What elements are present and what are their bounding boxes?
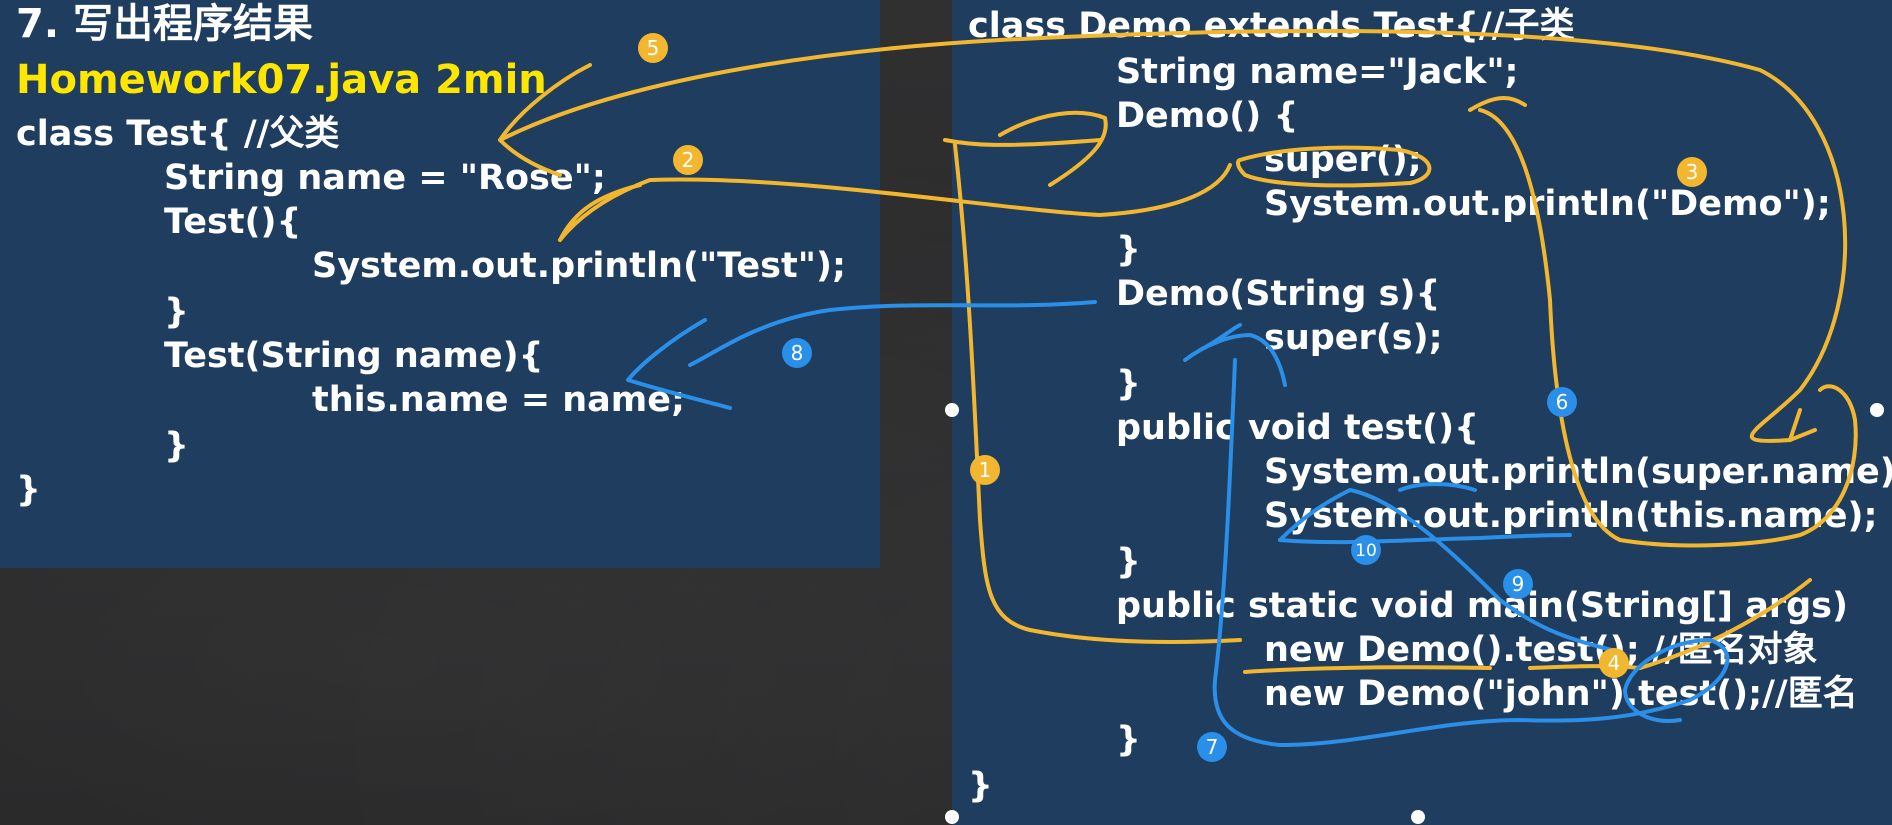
resize-handle-bottom-left[interactable] xyxy=(945,810,959,824)
blue-stroke xyxy=(626,318,732,410)
code-line: new Demo().test(); //匿名对象 xyxy=(1264,630,1818,670)
svg-text:1: 1 xyxy=(979,458,992,482)
yellow-stroke xyxy=(1478,108,1858,548)
code-line: } xyxy=(1116,230,1141,270)
yellow-stroke xyxy=(498,29,1848,443)
code-line: } xyxy=(164,426,189,466)
code-line: public static void main(String[] args) { xyxy=(1116,586,1892,626)
blue-stroke xyxy=(1212,358,1730,747)
blue-stroke xyxy=(1198,323,1242,352)
blue-stroke xyxy=(1398,482,1477,492)
code-line: } xyxy=(16,470,41,510)
svg-text:2: 2 xyxy=(682,148,695,172)
resize-handle-right[interactable] xyxy=(1870,403,1884,417)
badge-2: 2 xyxy=(673,145,703,175)
badge-4: 4 xyxy=(1599,648,1629,678)
svg-text:7: 7 xyxy=(1206,735,1219,759)
blue-stroke xyxy=(688,300,1097,367)
yellow-stroke xyxy=(1638,578,1812,670)
code-line: System.out.println("Test"); xyxy=(312,246,846,286)
badge-7: 7 xyxy=(1197,732,1227,762)
slide-title: 7. 写出程序结果 xyxy=(16,1,313,47)
svg-text:5: 5 xyxy=(647,36,660,60)
code-line: Test(String name){ xyxy=(164,336,544,376)
code-line: System.out.println(this.name); xyxy=(1264,496,1878,536)
code-line: } xyxy=(968,766,993,806)
svg-text:4: 4 xyxy=(1608,651,1621,675)
code-line: Test(){ xyxy=(164,202,302,242)
svg-text:3: 3 xyxy=(1686,160,1699,184)
code-line: class Test{ //父类 xyxy=(16,114,340,154)
code-line: public void test(){ xyxy=(1116,408,1479,448)
svg-text:10: 10 xyxy=(1355,541,1377,561)
badge-1: 1 xyxy=(970,455,1000,485)
yellow-stroke xyxy=(1236,145,1432,188)
badge-10: 10 xyxy=(1351,535,1381,565)
right-code-panel: class Demo extends Test{//子类 String name… xyxy=(952,0,1892,825)
yellow-stroke xyxy=(558,163,1232,242)
resize-handle-left[interactable] xyxy=(945,403,959,417)
code-line: System.out.println("Demo"); xyxy=(1264,184,1831,224)
resize-handle-bottom[interactable] xyxy=(1411,810,1425,824)
code-line: String name="Jack"; xyxy=(1116,52,1519,92)
code-line: this.name = name; xyxy=(312,380,685,420)
svg-text:9: 9 xyxy=(1512,572,1525,596)
yellow-stroke xyxy=(998,110,1108,187)
code-line: } xyxy=(164,292,189,332)
yellow-stroke xyxy=(1788,408,1817,442)
svg-text:8: 8 xyxy=(791,341,804,365)
left-code-panel: 7. 写出程序结果 Homework07.java 2min class Tes… xyxy=(0,0,880,568)
yellow-stroke xyxy=(558,183,642,242)
badge-6: 6 xyxy=(1547,387,1577,417)
yellow-stroke xyxy=(1468,96,1527,112)
code-line: } xyxy=(1116,720,1141,760)
yellow-stroke xyxy=(1243,665,1492,674)
badge-8: 8 xyxy=(782,338,812,368)
badge-3: 3 xyxy=(1677,157,1707,187)
yellow-stroke xyxy=(943,138,1102,147)
code-line: Demo(String s){ xyxy=(1116,274,1441,314)
code-line: } xyxy=(1116,542,1141,582)
badge-5: 5 xyxy=(638,33,668,63)
yellow-stroke xyxy=(953,143,1242,644)
badge-9: 9 xyxy=(1503,569,1533,599)
svg-text:6: 6 xyxy=(1556,390,1569,414)
blue-stroke xyxy=(1278,533,1572,545)
yellow-stroke xyxy=(1528,664,1642,670)
file-subtitle: Homework07.java 2min xyxy=(16,57,547,103)
code-line: super(s); xyxy=(1264,318,1443,358)
code-line: new Demo("john").test();//匿名 xyxy=(1264,674,1858,714)
code-line: Demo() { xyxy=(1116,96,1299,136)
blue-stroke xyxy=(1278,488,1622,654)
code-line: } xyxy=(1116,364,1141,404)
